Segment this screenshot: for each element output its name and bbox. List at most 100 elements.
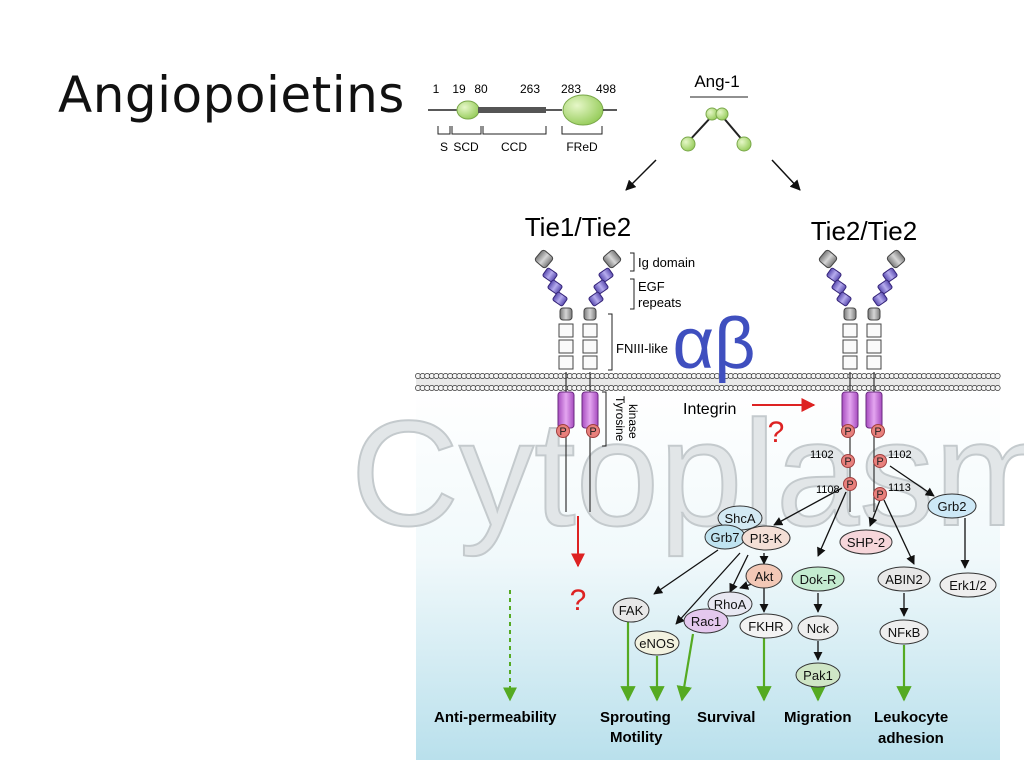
fniii-domain	[582, 355, 598, 370]
outcome-migration: Migration	[784, 709, 852, 726]
egf-bracket	[630, 278, 635, 310]
shp2-label: SHP-2	[847, 535, 885, 550]
grb7-label: Grb7	[711, 530, 740, 545]
arrow-p1102-to-grb2	[889, 465, 935, 497]
fniii-domain	[558, 355, 574, 370]
arrow-to-tie1tie2	[625, 159, 657, 191]
ig-bracket	[630, 252, 635, 272]
dokr-label: Dok-R	[800, 572, 837, 587]
phospho-label: P	[876, 456, 883, 468]
ang1-foot-right	[736, 136, 752, 152]
ig-domain	[818, 249, 838, 269]
ig-domain	[602, 249, 622, 269]
shp2-node	[839, 529, 893, 555]
fniii-domain	[866, 339, 882, 354]
site-1102-right: 1102	[888, 449, 912, 461]
receptor-title-tie2tie2: Tie2/Tie2	[811, 216, 917, 246]
membrane-core	[416, 376, 1000, 388]
lipid-head	[994, 385, 1001, 391]
phospho-label: P	[844, 426, 851, 438]
arrow-grb7-to-fak	[653, 549, 719, 595]
segment-fred: FReD	[566, 140, 598, 154]
ang1-foot-left	[680, 136, 696, 152]
egf-repeat	[831, 279, 847, 295]
outcome-anti-permeability: Anti-permeability	[434, 709, 557, 726]
domain-brackets	[437, 126, 603, 135]
fak-label: FAK	[619, 603, 644, 618]
scd-domain-shape	[456, 100, 480, 120]
nck-node	[797, 615, 839, 641]
ig-domain	[583, 307, 597, 321]
arrow-pi3k-to-enos	[675, 552, 741, 625]
pak1-label: Pak1	[803, 668, 833, 683]
egf-repeat	[836, 291, 852, 307]
ang1-domain-map: 1 19 80 263 283 498 S SCD CCD FReD	[428, 82, 617, 154]
ig-domain-label: Ig domain	[638, 255, 695, 270]
arrow-p1113-to-shp2	[868, 499, 881, 527]
phospho-label: P	[874, 426, 881, 438]
phospho-site	[871, 424, 885, 438]
phospho-site	[841, 424, 855, 438]
fniii-domain	[842, 339, 858, 354]
receptor-domain-labels: Ig domain EGF repeats FNIII-like Tyrosin…	[602, 252, 695, 447]
egf-repeat	[552, 291, 568, 307]
phospho-site	[873, 454, 887, 468]
fniii-domain	[558, 323, 574, 338]
rac1-label: Rac1	[691, 614, 721, 629]
outcome-labels: Anti-permeability Sprouting Motility Sur…	[434, 709, 948, 747]
pi3k-node	[741, 525, 791, 551]
domain-pos-283: 283	[561, 82, 581, 96]
integrin-symbol: αβ	[672, 304, 755, 384]
cell-membrane	[415, 373, 1001, 391]
arrow-to-tie2tie2	[771, 159, 801, 191]
outcome-arrows	[620, 622, 912, 702]
akt-node	[745, 563, 783, 589]
rac1-node	[683, 608, 729, 634]
arrow-rac1-to-motility	[676, 633, 695, 702]
domain-pos-263: 263	[520, 82, 540, 96]
akt-label: Akt	[755, 569, 774, 584]
egf-repeat	[882, 267, 898, 283]
erk-node	[939, 572, 997, 598]
ig-domain	[867, 307, 881, 321]
nfkb-node	[879, 619, 929, 645]
tk-bracket	[602, 391, 607, 447]
egf-repeat	[872, 291, 888, 307]
integrin: αβ Integrin ?	[672, 304, 816, 449]
kinase-domain	[581, 391, 599, 429]
left-unknown-mark: ?	[570, 584, 587, 617]
arrow-pi3k-to-rhoa	[729, 554, 749, 593]
arrow-p1113-to-abin2	[883, 499, 915, 565]
fniii-domain	[582, 323, 598, 338]
phospho-site	[843, 477, 857, 491]
tk-label-1: Tyrosine	[613, 396, 627, 442]
segment-s: S	[440, 140, 448, 154]
fniii-domain	[842, 355, 858, 370]
fred-domain-shape	[562, 94, 604, 126]
domain-pos-1: 1	[433, 82, 440, 96]
outcome-sprouting: Sprouting	[600, 709, 671, 726]
rhoa-node	[707, 591, 753, 617]
nfkb-label: NFκB	[888, 625, 921, 640]
segment-scd: SCD	[453, 140, 479, 154]
phospho-site	[556, 424, 570, 438]
abin2-node	[877, 566, 931, 592]
kinase-domain	[865, 391, 883, 429]
dokr-node	[791, 566, 845, 592]
kinase-domain	[841, 391, 859, 429]
pathway-arrows	[653, 465, 970, 661]
egf-repeat	[593, 279, 609, 295]
rhoa-label: RhoA	[714, 597, 747, 612]
enos-label: eNOS	[639, 636, 675, 651]
nck-label: Nck	[807, 621, 830, 636]
phospho-label: P	[876, 489, 883, 501]
grb2-node	[927, 493, 977, 519]
grb2-label: Grb2	[938, 499, 967, 514]
outcome-leukocyte: Leukocyte	[874, 709, 948, 726]
egf-repeat	[877, 279, 893, 295]
tie2-tie2-receptor	[818, 249, 906, 512]
ang1-head-right	[715, 107, 729, 121]
